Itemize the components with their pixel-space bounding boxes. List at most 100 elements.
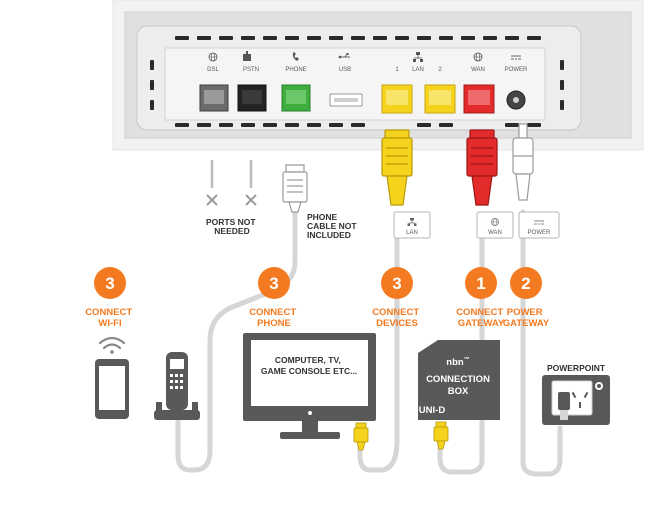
step-label: CONNECT DEVICES <box>372 307 422 329</box>
step-number: 3 <box>392 274 401 293</box>
phone-plug <box>282 164 308 213</box>
power-cable <box>520 209 563 477</box>
step-label: CONNECT GATEWAY <box>456 307 506 329</box>
nbn-connection-box: nbn™ CONNECTION BOX UNI-D <box>418 340 500 420</box>
wan-cable-tag: WAN <box>476 211 514 239</box>
powerpoint-label: POWERPOINT <box>547 363 606 373</box>
usb-port[interactable] <box>329 93 363 107</box>
phone-cable-note-line: CABLE NOT <box>307 221 357 231</box>
wan-plug <box>466 129 498 206</box>
phone-cable-note: PHONE CABLE NOT INCLUDED <box>307 212 359 240</box>
step-label: CONNECT PHONE <box>249 307 299 329</box>
dsl-port[interactable] <box>199 84 229 112</box>
step-connect-phone: 3 CONNECT PHONE <box>249 267 299 329</box>
nbn-brand: nbn™ <box>446 356 469 368</box>
step-number: 3 <box>105 274 114 293</box>
step-label-line: POWER <box>507 307 543 318</box>
power-plug <box>512 123 534 201</box>
lan-cable-tag: LAN <box>393 211 431 239</box>
power-port[interactable] <box>506 90 526 110</box>
globe-icon <box>473 52 483 62</box>
port-label-lan: LAN <box>412 67 424 73</box>
step-number: 1 <box>476 274 485 293</box>
step-label: POWER GATEWAY <box>503 307 550 329</box>
router: DSL PSTN PHONE USB 1 LAN 2 WAN POWER <box>112 0 644 151</box>
step-label-line: CONNECT <box>456 307 503 318</box>
port-label-usb: USB <box>339 67 351 73</box>
globe-icon <box>208 52 218 62</box>
cordless-phone-icon <box>154 352 200 420</box>
step-label-line: CONNECT <box>372 307 419 318</box>
powerpoint: POWERPOINT <box>542 363 610 425</box>
step-badge <box>465 267 497 299</box>
step-badge <box>510 267 542 299</box>
nbn-brand-tm: ™ <box>464 356 470 363</box>
step-connect-gateway: 1 CONNECT GATEWAY <box>456 267 506 329</box>
building-icon <box>243 51 251 61</box>
power-tag-label: POWER <box>528 230 551 236</box>
step-label-line: DEVICES <box>376 318 418 329</box>
phone-cable-note-line: PHONE <box>307 212 338 222</box>
wan-tag-label: WAN <box>488 230 502 236</box>
step-number: 3 <box>269 274 278 293</box>
monitor-text-line: COMPUTER, TV, <box>275 355 341 365</box>
step-number: 2 <box>521 274 530 293</box>
phone-cable-note-line: INCLUDED <box>307 230 351 240</box>
network-icon <box>413 52 423 62</box>
step-label-line: WI-FI <box>98 318 121 329</box>
ports-not-needed-label: PORTS NOT NEEDED <box>206 217 258 236</box>
lan-port-1[interactable] <box>381 84 413 114</box>
lan-port-2[interactable] <box>424 84 456 114</box>
step-badge <box>94 267 126 299</box>
smartphone-icon <box>95 359 129 419</box>
port-label-phone: PHONE <box>285 67 306 73</box>
lan-tag-label: LAN <box>406 230 418 236</box>
lan-plug-small <box>353 422 369 451</box>
router-vents-side <box>150 60 564 110</box>
cables <box>175 123 563 477</box>
nbn-brand-name: nbn <box>446 357 464 368</box>
nbn-box-line1: CONNECTION <box>426 374 490 385</box>
step-label-line: CONNECT <box>249 307 296 318</box>
wan-port[interactable] <box>463 84 495 114</box>
wifi-icon <box>98 336 126 354</box>
cross-icon <box>206 194 218 206</box>
step-power-gateway: 2 POWER GATEWAY <box>503 267 550 329</box>
nbn-box-line2: BOX <box>448 386 469 397</box>
cross-icon <box>245 194 257 206</box>
step-badge <box>381 267 413 299</box>
step-label-line: PHONE <box>257 318 291 329</box>
pstn-port[interactable] <box>237 84 267 112</box>
router-vents-bottom <box>175 123 541 127</box>
step-connect-wifi: 3 CONNECT WI-FI <box>85 267 135 329</box>
network-icon <box>407 218 417 226</box>
step-label: CONNECT WI-FI <box>85 307 135 329</box>
usb-icon <box>338 53 350 59</box>
port-label-pstn: PSTN <box>243 67 259 73</box>
ports-not-needed-line: NEEDED <box>214 226 249 236</box>
globe-icon <box>491 218 499 226</box>
power-dc-icon <box>534 220 544 225</box>
step-label-line: CONNECT <box>85 307 132 318</box>
port-label-power: POWER <box>505 67 528 73</box>
phone-icon <box>292 52 299 61</box>
monitor-text: COMPUTER, TV, GAME CONSOLE ETC... <box>261 355 357 376</box>
port-label-wan: WAN <box>471 67 485 73</box>
uni-d-plug <box>433 421 449 450</box>
power-dc-icon <box>511 55 521 60</box>
monitor-icon: COMPUTER, TV, GAME CONSOLE ETC... <box>243 333 376 439</box>
port-sublabel-lan-2: 2 <box>438 67 442 73</box>
port-sublabel-lan-1: 1 <box>395 67 399 73</box>
ports-not-needed-line: PORTS NOT <box>206 217 256 227</box>
step-label-line: GATEWAY <box>503 318 550 329</box>
port-label-dsl: DSL <box>207 67 219 73</box>
lan-cable <box>357 212 400 473</box>
unused-port-pins <box>206 160 257 206</box>
step-label-line: GATEWAY <box>458 318 505 329</box>
lan-plug <box>381 129 413 206</box>
nbn-box-port: UNI-D <box>419 405 446 416</box>
phone-port[interactable] <box>281 84 311 112</box>
router-vents-top <box>175 36 541 40</box>
step-badge <box>258 267 290 299</box>
